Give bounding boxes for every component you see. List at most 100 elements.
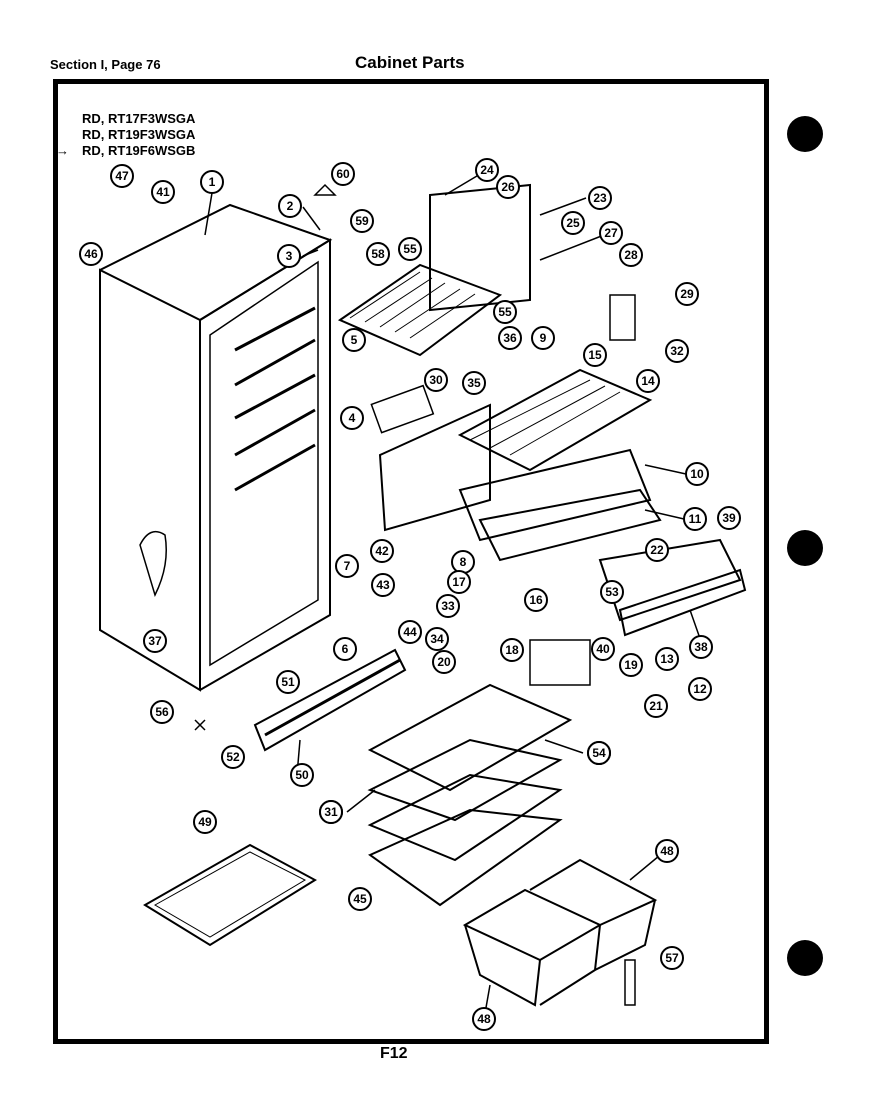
callout-50: 50 bbox=[290, 763, 314, 787]
callout-number: 24 bbox=[480, 163, 494, 177]
callout-53: 53 bbox=[600, 580, 624, 604]
callout-58: 58 bbox=[366, 242, 390, 266]
callout-circle bbox=[425, 627, 449, 651]
callout-35: 35 bbox=[462, 371, 486, 395]
callout-54: 54 bbox=[587, 741, 611, 765]
page-title: Cabinet Parts bbox=[355, 53, 465, 72]
callout-43: 43 bbox=[371, 573, 395, 597]
callout-circle bbox=[462, 371, 486, 395]
callout-number: 59 bbox=[355, 214, 369, 228]
callout-number: 37 bbox=[148, 634, 162, 648]
callout-number: 23 bbox=[593, 191, 607, 205]
callout-number: 7 bbox=[344, 559, 351, 573]
callout-circle bbox=[398, 237, 422, 261]
callout-41: 41 bbox=[151, 180, 175, 204]
callout-number: 34 bbox=[430, 632, 444, 646]
callout-30: 30 bbox=[424, 368, 448, 392]
callout-number: 55 bbox=[403, 242, 417, 256]
callout-10: 10 bbox=[685, 462, 709, 486]
callout-number: 27 bbox=[604, 226, 618, 240]
callout-17: 17 bbox=[447, 570, 471, 594]
callout-circle bbox=[531, 326, 555, 350]
callout-number: 14 bbox=[641, 374, 655, 388]
callout-circle bbox=[366, 242, 390, 266]
callout-circle bbox=[665, 339, 689, 363]
model-item: RD, RT19F6WSGB bbox=[82, 143, 196, 158]
small-parts bbox=[194, 183, 636, 1006]
callout-number: 30 bbox=[429, 373, 443, 387]
cabinet-shell bbox=[99, 203, 333, 692]
callout-60: 60 bbox=[331, 162, 355, 186]
callout-circle bbox=[371, 573, 395, 597]
callout-number: 39 bbox=[722, 511, 736, 525]
callout-number: 53 bbox=[605, 585, 619, 599]
callout-51: 51 bbox=[276, 670, 300, 694]
callout-circle bbox=[277, 244, 301, 268]
callout-number: 21 bbox=[649, 699, 663, 713]
callout-number: 19 bbox=[624, 658, 638, 672]
callout-circle bbox=[683, 507, 707, 531]
callout-38: 38 bbox=[689, 635, 713, 659]
callout-circle bbox=[675, 282, 699, 306]
callout-23: 23 bbox=[588, 186, 612, 210]
callout-number: 51 bbox=[281, 675, 295, 689]
callout-circle bbox=[447, 570, 471, 594]
callout-21: 21 bbox=[644, 694, 668, 718]
callout-number: 26 bbox=[501, 180, 515, 194]
callout-number: 44 bbox=[403, 625, 417, 639]
callout-circle bbox=[475, 158, 499, 182]
callout-number: 3 bbox=[286, 249, 293, 263]
callout-9: 9 bbox=[531, 326, 555, 350]
callout-57: 57 bbox=[660, 946, 684, 970]
callout-13: 13 bbox=[655, 647, 679, 671]
callout-circle bbox=[342, 328, 366, 352]
callout-46: 46 bbox=[79, 242, 103, 266]
callout-number: 43 bbox=[376, 578, 390, 592]
callout-circle bbox=[524, 588, 548, 612]
callout-20: 20 bbox=[432, 650, 456, 674]
callout-circle bbox=[331, 162, 355, 186]
callout-number: 5 bbox=[351, 333, 358, 347]
callout-27: 27 bbox=[599, 221, 623, 245]
callout-number: 12 bbox=[693, 682, 707, 696]
callout-number: 58 bbox=[371, 247, 385, 261]
callout-42: 42 bbox=[370, 539, 394, 563]
callout-number: 48 bbox=[477, 1012, 491, 1026]
callout-number: 54 bbox=[592, 746, 606, 760]
callout-55: 55 bbox=[493, 300, 517, 324]
binder-hole bbox=[787, 940, 823, 976]
callout-52: 52 bbox=[221, 745, 245, 769]
callout-number: 35 bbox=[467, 376, 481, 390]
callout-circle bbox=[660, 946, 684, 970]
callout-1: 1 bbox=[200, 170, 224, 194]
callout-7: 7 bbox=[335, 554, 359, 578]
callout-circle bbox=[599, 221, 623, 245]
callout-number: 52 bbox=[226, 750, 240, 764]
callout-circle bbox=[583, 343, 607, 367]
callout-circle bbox=[398, 620, 422, 644]
callout-number: 4 bbox=[349, 411, 356, 425]
callout-circle bbox=[319, 800, 343, 824]
callout-circle bbox=[619, 243, 643, 267]
callout-circle bbox=[561, 211, 585, 235]
callout-number: 13 bbox=[660, 652, 674, 666]
callout-55: 55 bbox=[398, 237, 422, 261]
callout-number: 17 bbox=[452, 575, 466, 589]
callout-32: 32 bbox=[665, 339, 689, 363]
callout-number: 49 bbox=[198, 815, 212, 829]
callout-number: 55 bbox=[498, 305, 512, 319]
callout-circle bbox=[333, 637, 357, 661]
callout-circle bbox=[221, 745, 245, 769]
callout-circle bbox=[498, 326, 522, 350]
callout-circle bbox=[688, 677, 712, 701]
glass-shelves bbox=[367, 683, 573, 907]
model-item: RD, RT17F3WSGA bbox=[82, 111, 196, 126]
callout-number: 20 bbox=[437, 655, 451, 669]
callout-circle bbox=[290, 763, 314, 787]
callout-5: 5 bbox=[342, 328, 366, 352]
callout-56: 56 bbox=[150, 700, 174, 724]
callout-number: 29 bbox=[680, 287, 694, 301]
callout-circle bbox=[370, 539, 394, 563]
callout-number: 36 bbox=[503, 331, 517, 345]
